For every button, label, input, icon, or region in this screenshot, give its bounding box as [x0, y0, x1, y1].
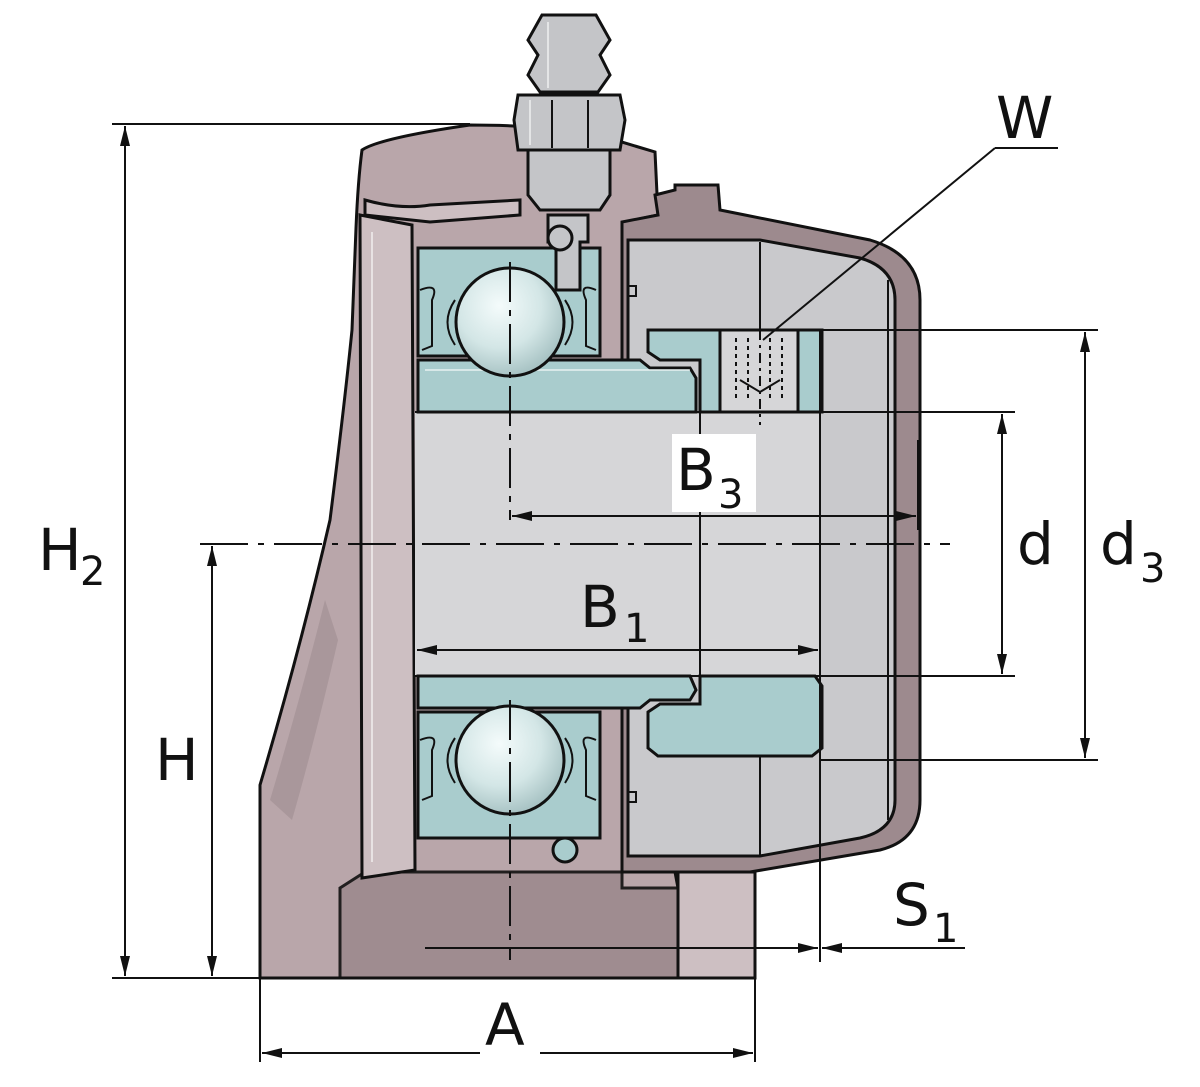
- label-H2: H: [38, 516, 82, 584]
- label-B3: B: [676, 436, 716, 504]
- label-W: W: [996, 84, 1053, 152]
- label-A: A: [485, 991, 525, 1059]
- housing-foot-right: [676, 870, 757, 980]
- housing-shadow-band: [270, 600, 338, 820]
- lube-groove: [551, 836, 579, 864]
- leader-W: W: [762, 84, 1058, 341]
- grease-nipple: [512, 13, 627, 292]
- dimension-B1: B 1: [417, 573, 818, 655]
- label-B1-sub: 1: [624, 606, 649, 652]
- dimension-H: H: [150, 546, 217, 976]
- dimension-d3: d 3: [1080, 332, 1170, 758]
- label-H: H: [155, 726, 199, 794]
- nipple-tip: [526, 13, 612, 94]
- housing-upper-rim: [363, 198, 522, 224]
- dimension-S1: S 1: [425, 871, 965, 953]
- locking-collar-bottom: [646, 674, 824, 758]
- label-d: d: [1017, 510, 1054, 578]
- nipple-shank: [526, 148, 612, 212]
- label-B3-sub: 3: [718, 472, 743, 518]
- dimension-A: A: [262, 991, 753, 1059]
- inner-ring-top: [416, 358, 698, 414]
- seal-right-bottom: [582, 736, 597, 801]
- label-d3: d: [1100, 510, 1137, 578]
- seal-left-bottom: [419, 736, 436, 801]
- dimension-H2: H 2: [36, 126, 130, 976]
- label-H2-sub: 2: [80, 549, 105, 595]
- seal-left-top: [419, 286, 436, 351]
- housing-flange: [358, 213, 417, 880]
- inner-ring-bottom: [416, 674, 698, 710]
- construction-lines: [112, 123, 1098, 1062]
- label-S1: S: [893, 871, 930, 939]
- label-B1: B: [580, 573, 620, 641]
- dimension-d: d: [997, 414, 1058, 674]
- label-d3-sub: 3: [1140, 546, 1165, 592]
- dimension-B3: B 3: [512, 434, 916, 521]
- label-S1-sub: 1: [933, 906, 958, 952]
- seal-right-top: [582, 286, 597, 351]
- nipple-hex: [512, 93, 627, 152]
